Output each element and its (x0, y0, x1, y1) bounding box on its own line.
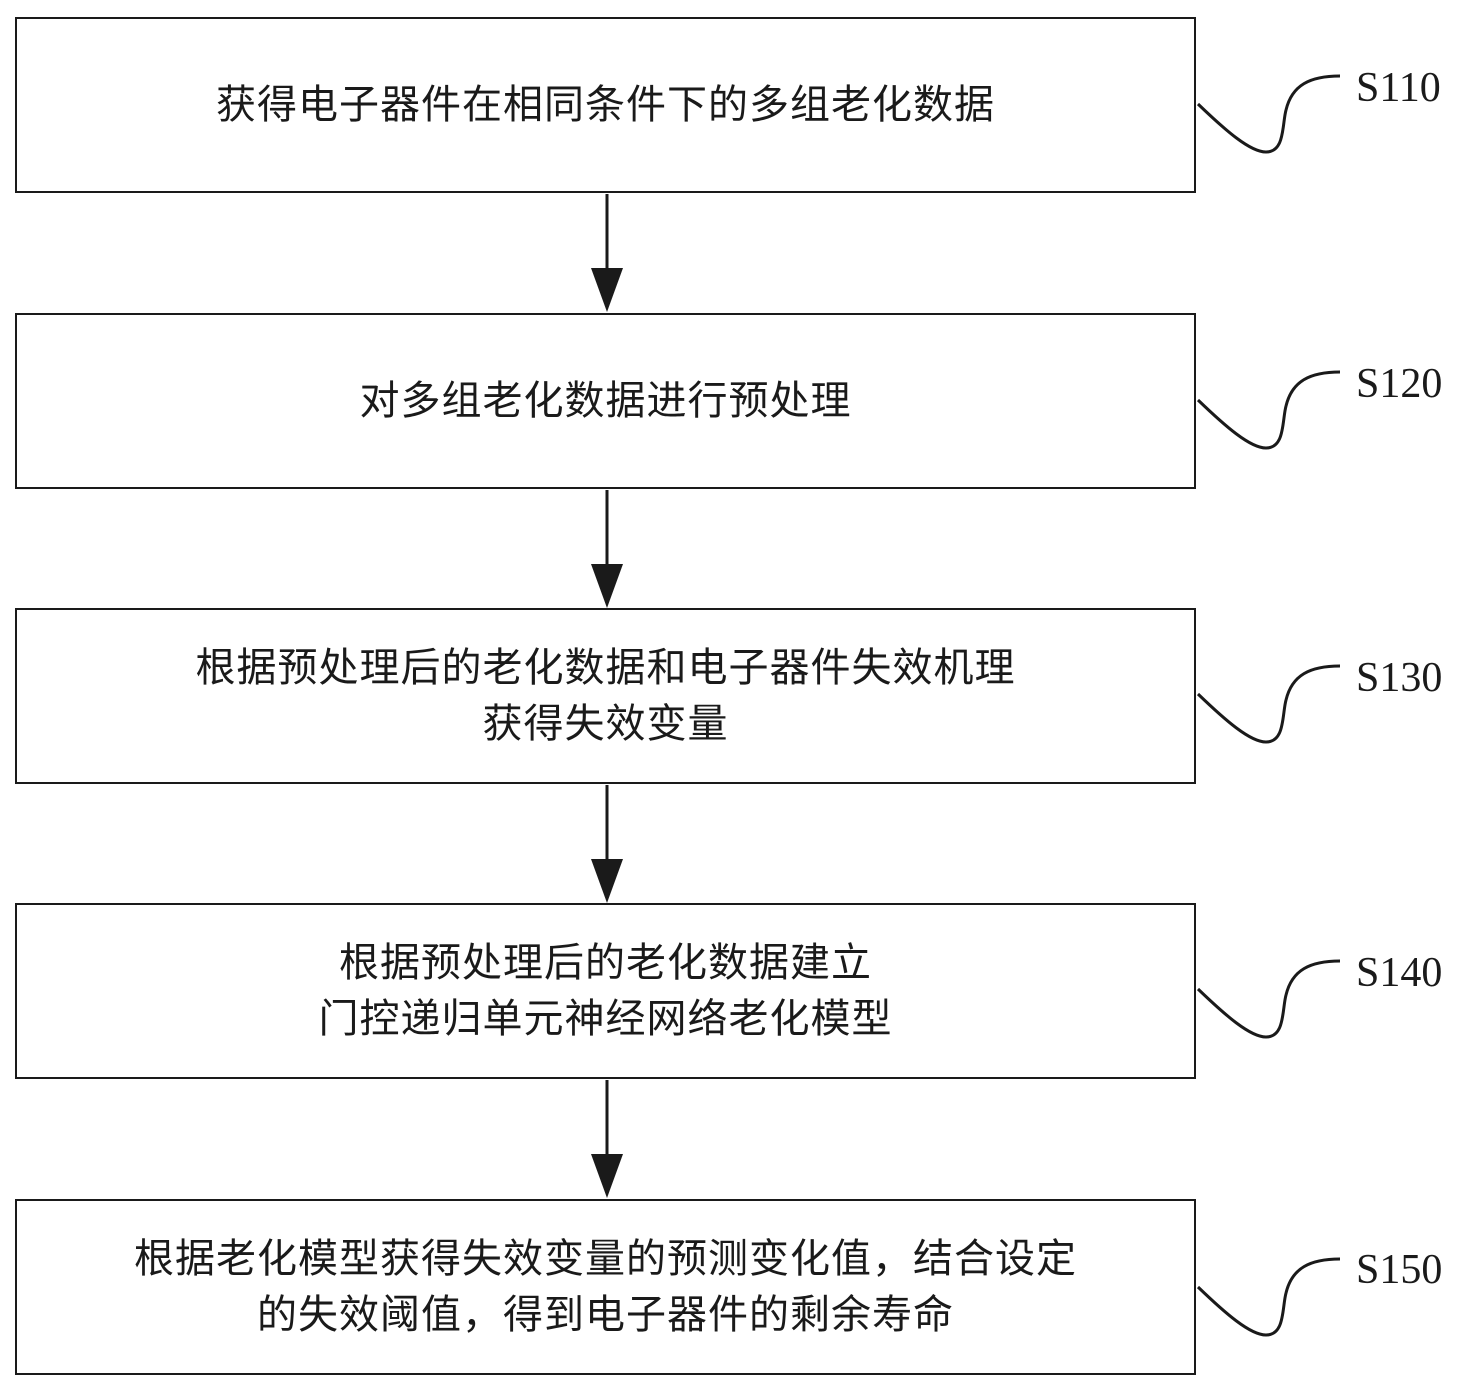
arrowhead-3 (591, 859, 623, 903)
leader-line-s140 (1196, 959, 1341, 1039)
step-box-s130: 根据预处理后的老化数据和电子器件失效机理 获得失效变量 (15, 608, 1196, 784)
flow-arrow-4 (591, 1080, 623, 1198)
step-text-s140-line-1: 根据预处理后的老化数据建立 (339, 940, 872, 986)
leader-line-s130 (1196, 664, 1341, 744)
step-box-s140: 根据预处理后的老化数据建立 门控递归单元神经网络老化模型 (15, 903, 1196, 1079)
flow-arrow-3 (591, 785, 623, 903)
step-box-s120: 对多组老化数据进行预处理 (15, 313, 1196, 489)
flow-arrow-2 (591, 490, 623, 608)
leader-line-s120 (1196, 370, 1341, 450)
step-text-s150-line-2: 的失效阈值，得到电子器件的剩余寿命 (257, 1292, 954, 1338)
step-label-s130: S130 (1356, 655, 1443, 701)
step-text-s140-line-2: 门控递归单元神经网络老化模型 (318, 996, 893, 1042)
step-label-s150: S150 (1356, 1247, 1443, 1293)
arrowhead-4 (591, 1154, 623, 1198)
step-text-s150-line-1: 根据老化模型获得失效变量的预测变化值，结合设定 (134, 1236, 1077, 1282)
step-text-s130-line-1: 根据预处理后的老化数据和电子器件失效机理 (195, 645, 1016, 691)
arrowhead-1 (591, 268, 623, 312)
flow-arrow-1 (591, 194, 623, 312)
leader-line-s150 (1196, 1257, 1341, 1337)
step-text-s120-line-1: 对多组老化数据进行预处理 (359, 378, 852, 424)
step-text-s110-line-1: 获得电子器件在相同条件下的多组老化数据 (216, 82, 995, 128)
step-box-s150: 根据老化模型获得失效变量的预测变化值，结合设定 的失效阈值，得到电子器件的剩余寿… (15, 1199, 1196, 1375)
step-label-s110: S110 (1356, 65, 1441, 111)
step-text-s130-line-2: 获得失效变量 (482, 701, 729, 747)
leader-line-s110 (1196, 74, 1341, 154)
step-label-s140: S140 (1356, 950, 1443, 996)
step-box-s110: 获得电子器件在相同条件下的多组老化数据 (15, 17, 1196, 193)
arrowhead-2 (591, 564, 623, 608)
step-label-s120: S120 (1356, 361, 1443, 407)
